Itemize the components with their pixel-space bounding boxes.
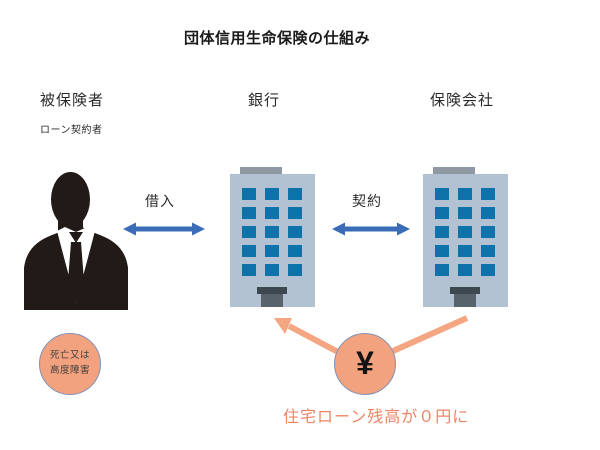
payoff-arrow-left-line [287, 323, 340, 355]
payoff-line-right [391, 315, 469, 354]
borrow-double-arrow-icon [123, 222, 205, 236]
bank-roof [240, 167, 282, 175]
insurer-roof [433, 167, 475, 175]
bank-door-lintel [257, 287, 287, 294]
insurer-door-lintel [450, 287, 480, 294]
trigger-line1: 死亡又は [49, 350, 90, 362]
borrow-label: 借入 [145, 193, 175, 209]
page-title: 団体信用生命保険の仕組み [184, 30, 371, 47]
trigger-line2: 高度障害 [49, 365, 90, 376]
payoff-arrow-left-head-icon [274, 318, 292, 334]
bank-building-icon [230, 167, 315, 307]
trigger-event-circle: 死亡又は 高度障害 [39, 333, 101, 395]
actor-label-insured: 被保険者 [40, 92, 105, 109]
yen-payout-circle: ¥ [334, 333, 396, 395]
insurer-windows [435, 188, 495, 276]
yen-symbol: ¥ [356, 345, 374, 381]
contract-label: 契約 [352, 193, 382, 209]
result-text: 住宅ローン残高が０円に [283, 409, 470, 426]
insurer-building-icon [423, 167, 508, 307]
contract-double-arrow-icon [332, 222, 410, 236]
actor-label-bank: 銀行 [248, 92, 281, 109]
person-silhouette-icon [24, 172, 128, 310]
actor-sublabel-loan-contractor: ローン契約者 [40, 125, 103, 136]
payoff-connectors [274, 315, 469, 355]
bank-door [261, 294, 283, 307]
bank-windows [242, 188, 302, 276]
insurer-door [454, 294, 476, 307]
actor-label-insurer: 保険会社 [430, 92, 495, 109]
